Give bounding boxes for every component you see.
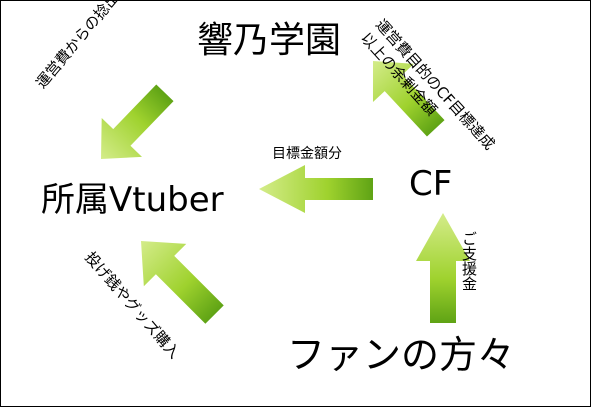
arrow-fans-to-vtuber: [141, 241, 224, 324]
node-cf: CF: [409, 164, 453, 204]
node-vtuber: 所属Vtuber: [41, 180, 224, 220]
arrow-cf-to-vtuber: [259, 165, 373, 213]
node-fans: ファンの方々: [287, 333, 516, 377]
label-cf-to-vtuber: 目標金額分: [272, 146, 342, 162]
arrow-school-to-vtuber: [101, 84, 174, 159]
node-school: 響乃学園: [197, 20, 342, 61]
arrow-fans-to-cf: [416, 213, 470, 323]
arrow-cf-to-school: [372, 61, 445, 137]
label-fans-to-cf: ご支援金: [460, 231, 478, 291]
